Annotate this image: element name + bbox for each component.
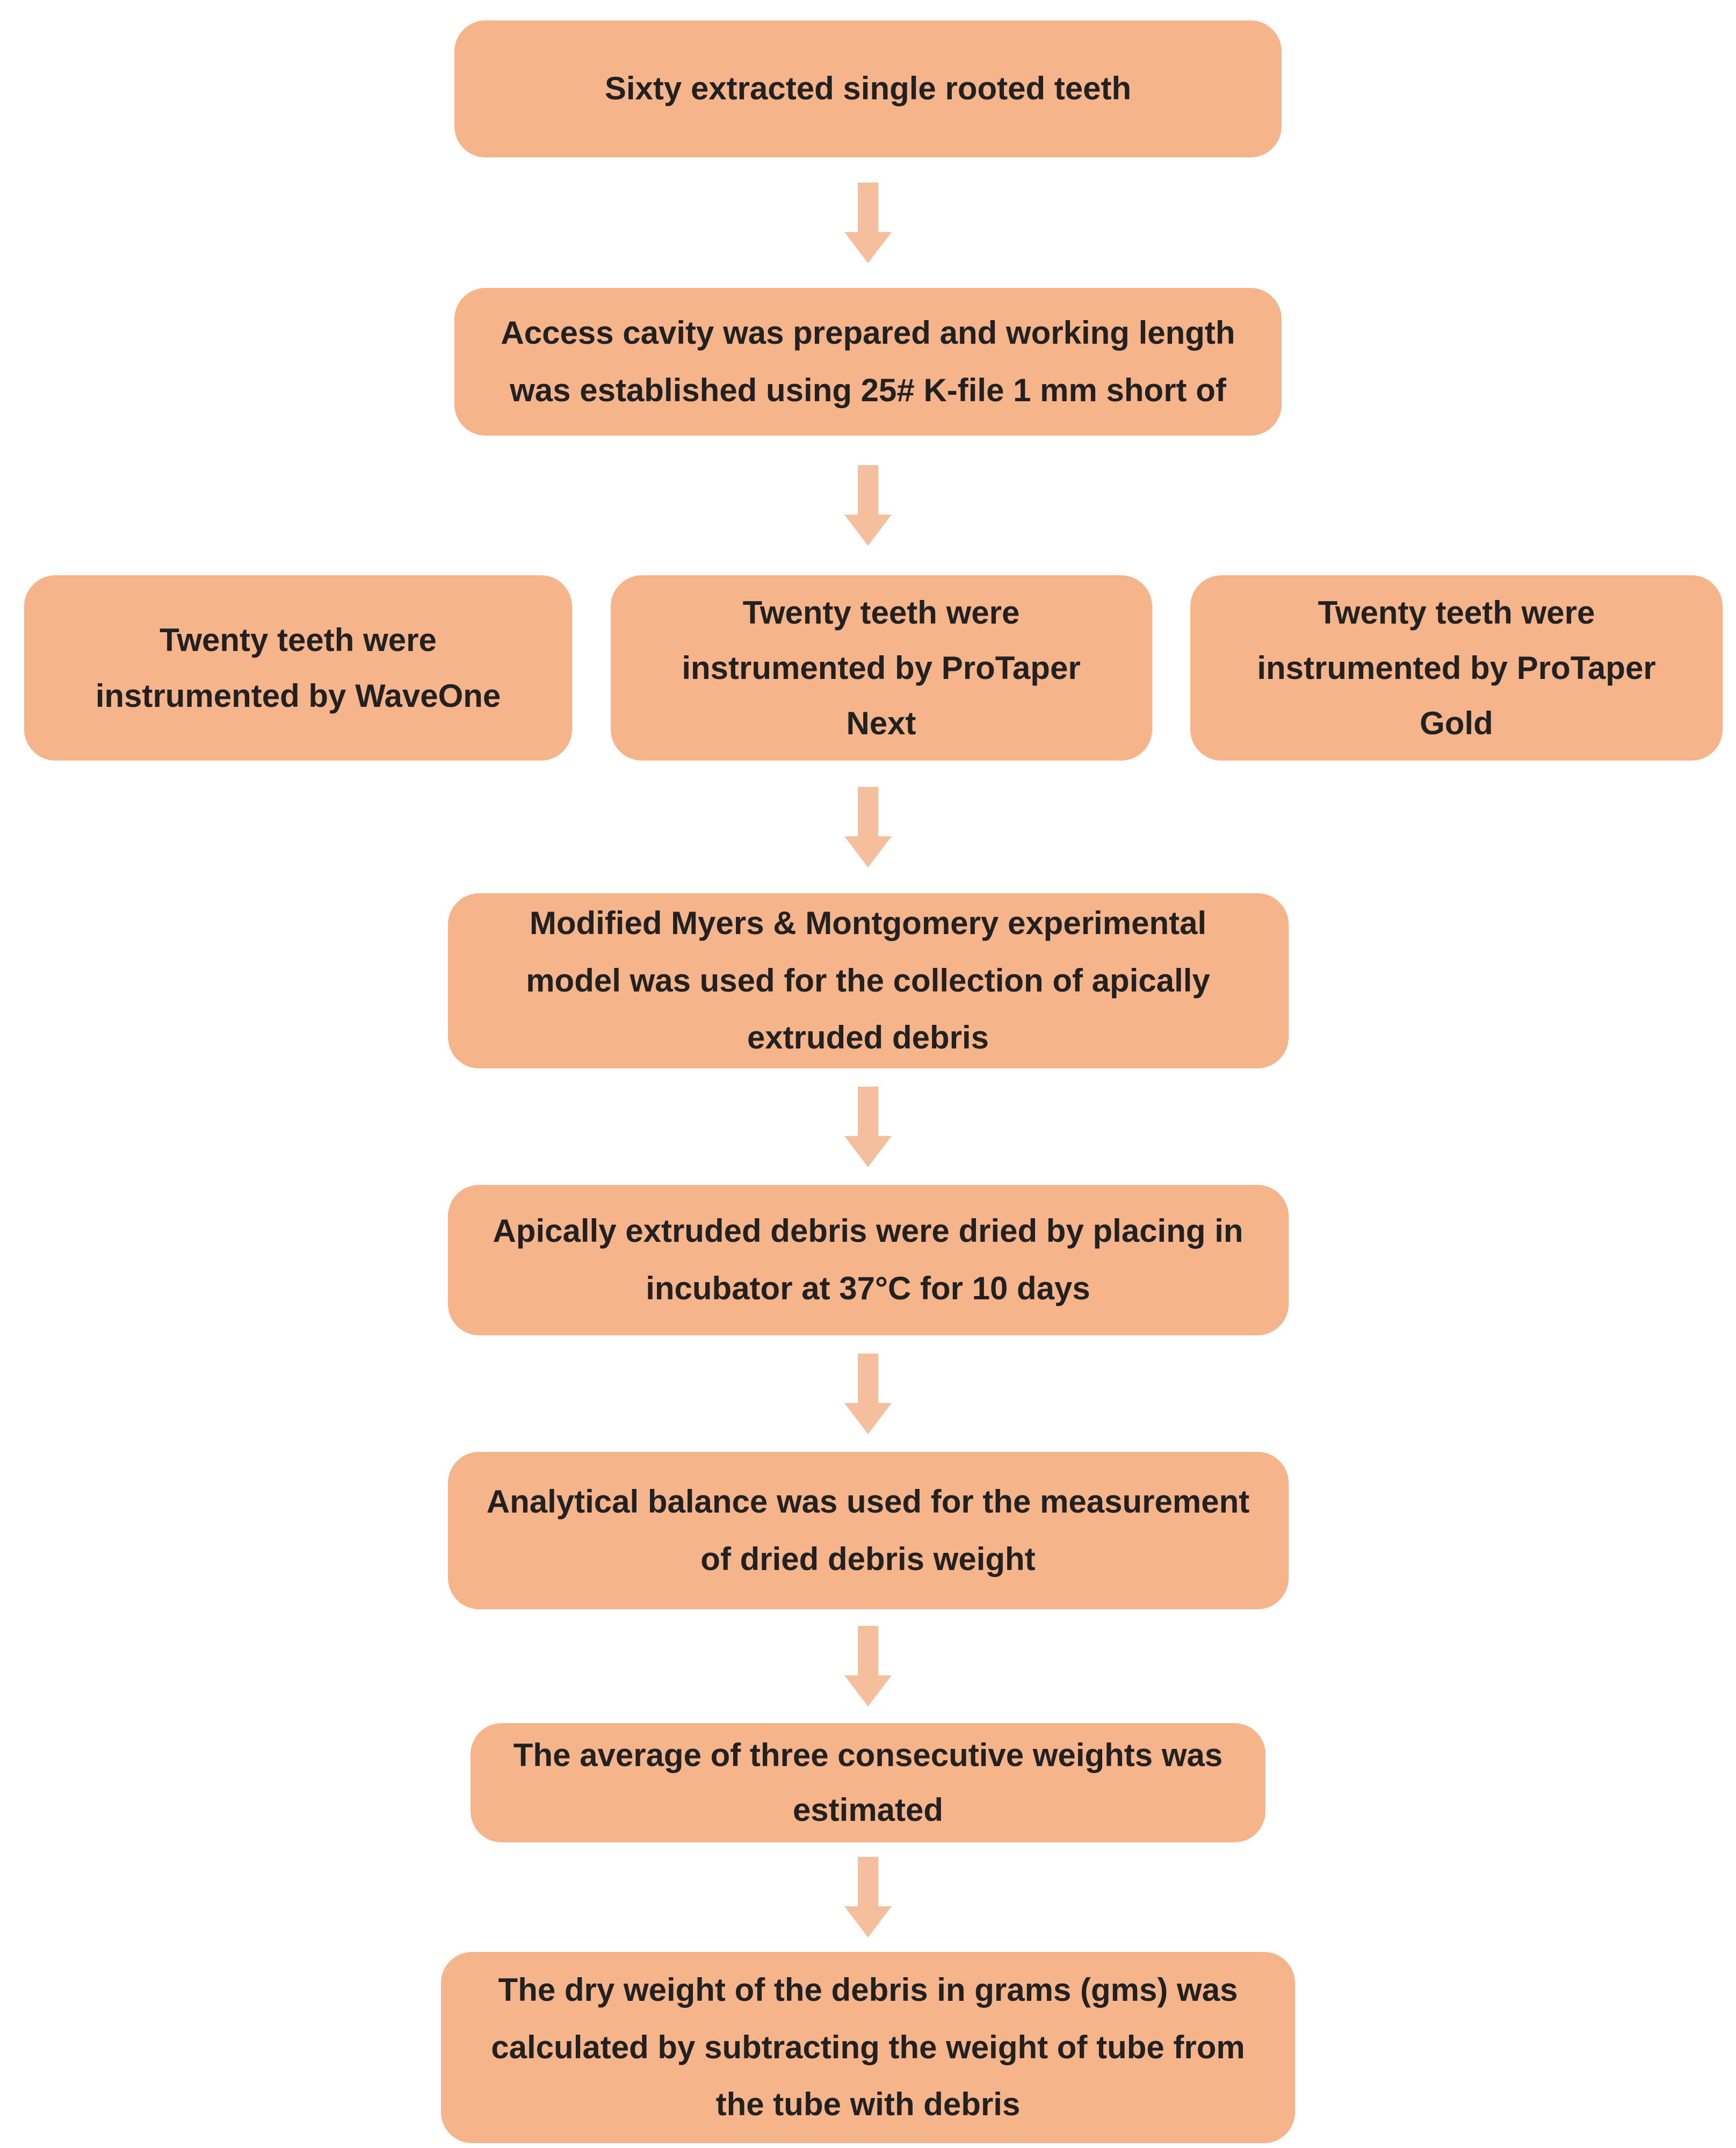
down-arrow-icon [844, 1609, 892, 1723]
branch-waveone: Twenty teeth were instrumented by WaveOn… [24, 575, 572, 761]
down-arrow-shape [844, 1086, 892, 1167]
branch-row: Twenty teeth were instrumented by WaveOn… [0, 575, 1736, 761]
arrow-stem [858, 786, 878, 836]
branch-waveone-label: Twenty teeth were instrumented by WaveOn… [95, 622, 501, 714]
arrow-stem [858, 182, 878, 232]
flow-step-access-cavity: Access cavity was prepared and working l… [454, 288, 1282, 436]
down-arrow-icon [844, 436, 892, 575]
flow-step-analytical-balance: Analytical balance was used for the meas… [447, 1452, 1289, 1609]
branch-protaper-next-label: Twenty teeth were instrumented by ProTap… [682, 594, 1081, 742]
down-arrow-icon [844, 1842, 892, 1952]
down-arrow-icon [844, 1068, 892, 1185]
arrow-stem [858, 1353, 878, 1403]
arrow-stem [858, 465, 878, 515]
down-arrow-icon [844, 157, 892, 288]
branch-protaper-gold: Twenty teeth were instrumented by ProTap… [1190, 575, 1723, 761]
down-arrow-shape [844, 786, 892, 867]
down-arrow-shape [844, 465, 892, 546]
arrow-head [844, 232, 892, 263]
flow-step-dry-weight-calculation-label: The dry weight of the debris in grams (g… [491, 1971, 1245, 2123]
flow-step-sample-label: Sixty extracted single rooted teeth [604, 70, 1132, 107]
branch-protaper-gold-label: Twenty teeth were instrumented by ProTap… [1257, 594, 1656, 742]
flow-step-collection-model: Modified Myers & Montgomery experimental… [447, 893, 1289, 1068]
flow-step-collection-model-label: Modified Myers & Montgomery experimental… [526, 905, 1210, 1056]
down-arrow-shape [844, 182, 892, 263]
flow-step-average-weights: The average of three consecutive weights… [471, 1723, 1265, 1842]
down-arrow-shape [844, 1626, 892, 1706]
arrow-stem [858, 1626, 878, 1675]
flow-step-drying: Apically extruded debris were dried by p… [447, 1185, 1289, 1335]
arrow-head [844, 836, 892, 867]
arrow-stem [858, 1086, 878, 1136]
branch-protaper-next: Twenty teeth were instrumented by ProTap… [610, 575, 1152, 761]
arrow-head [844, 1906, 892, 1937]
arrow-head [844, 1675, 892, 1706]
down-arrow-shape [844, 1353, 892, 1434]
flow-step-access-cavity-label: Access cavity was prepared and working l… [501, 314, 1235, 408]
down-arrow-icon [844, 1335, 892, 1452]
arrow-head [844, 515, 892, 546]
arrow-head [844, 1402, 892, 1434]
arrow-head [844, 1136, 892, 1167]
flow-step-sample: Sixty extracted single rooted teeth [454, 20, 1282, 157]
flow-step-dry-weight-calculation: The dry weight of the debris in grams (g… [441, 1952, 1295, 2143]
down-arrow-shape [844, 1857, 892, 1937]
flow-step-analytical-balance-label: Analytical balance was used for the meas… [486, 1483, 1250, 1577]
down-arrow-icon [844, 761, 892, 893]
arrow-stem [858, 1857, 878, 1906]
flow-step-drying-label: Apically extruded debris were dried by p… [493, 1213, 1243, 1306]
flow-step-average-weights-label: The average of three consecutive weights… [513, 1737, 1223, 1828]
